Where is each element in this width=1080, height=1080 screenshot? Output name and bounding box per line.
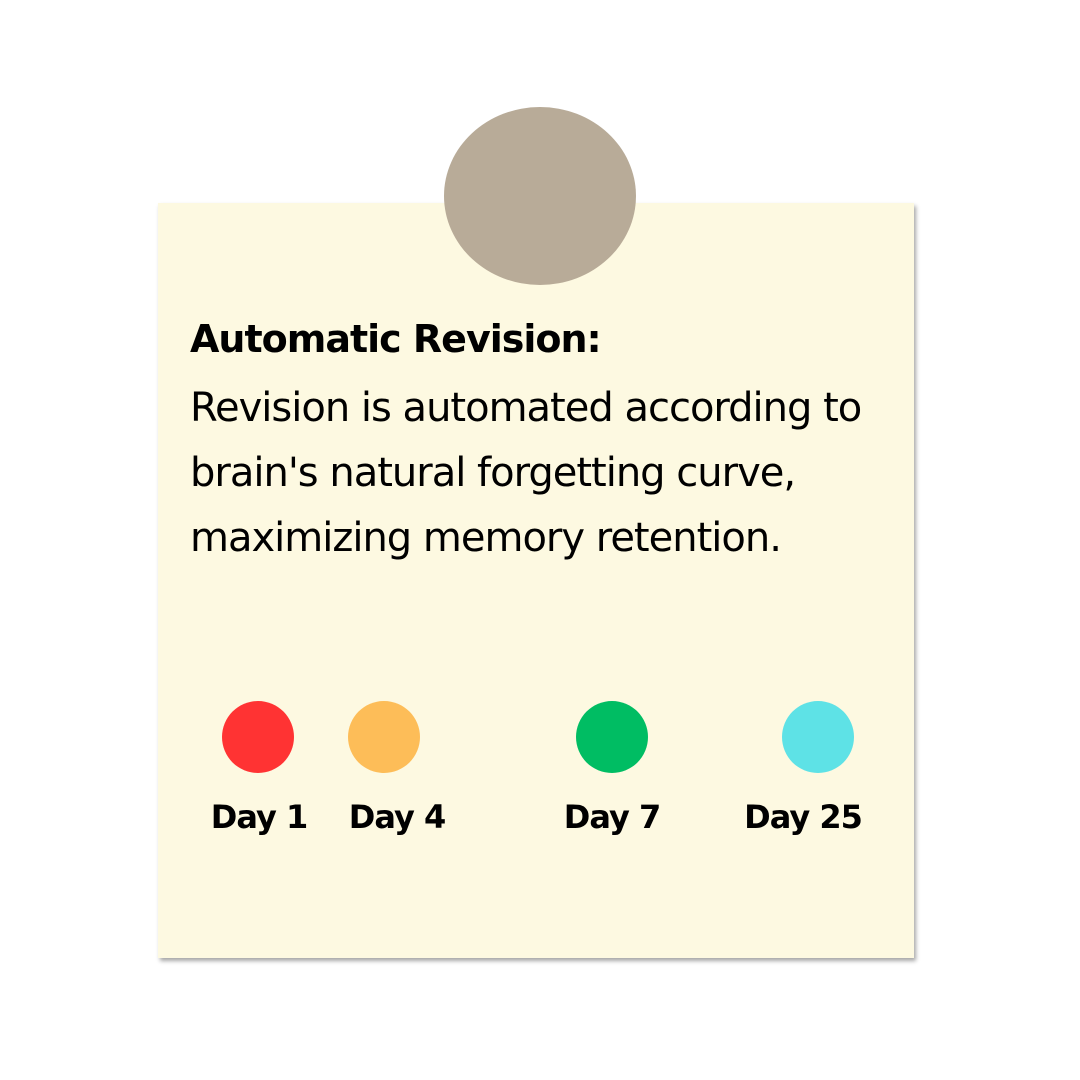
note-body: Revision is automated according to brain… xyxy=(190,385,862,561)
timeline-dot xyxy=(576,701,648,773)
timeline-dot xyxy=(782,701,854,773)
day-label: Day 4 xyxy=(349,798,445,836)
timeline-points: Day 1 Day 4 Day 7 Day 25 xyxy=(211,701,863,836)
day-label: Day 25 xyxy=(744,798,862,836)
sticky-note xyxy=(158,203,914,958)
timeline-dot xyxy=(348,701,420,773)
note-title: Automatic Revision: xyxy=(190,317,602,361)
pin-icon xyxy=(444,107,636,285)
day-label: Day 7 xyxy=(564,798,660,836)
timeline-dot xyxy=(222,701,294,773)
day-label: Day 1 xyxy=(211,798,307,836)
